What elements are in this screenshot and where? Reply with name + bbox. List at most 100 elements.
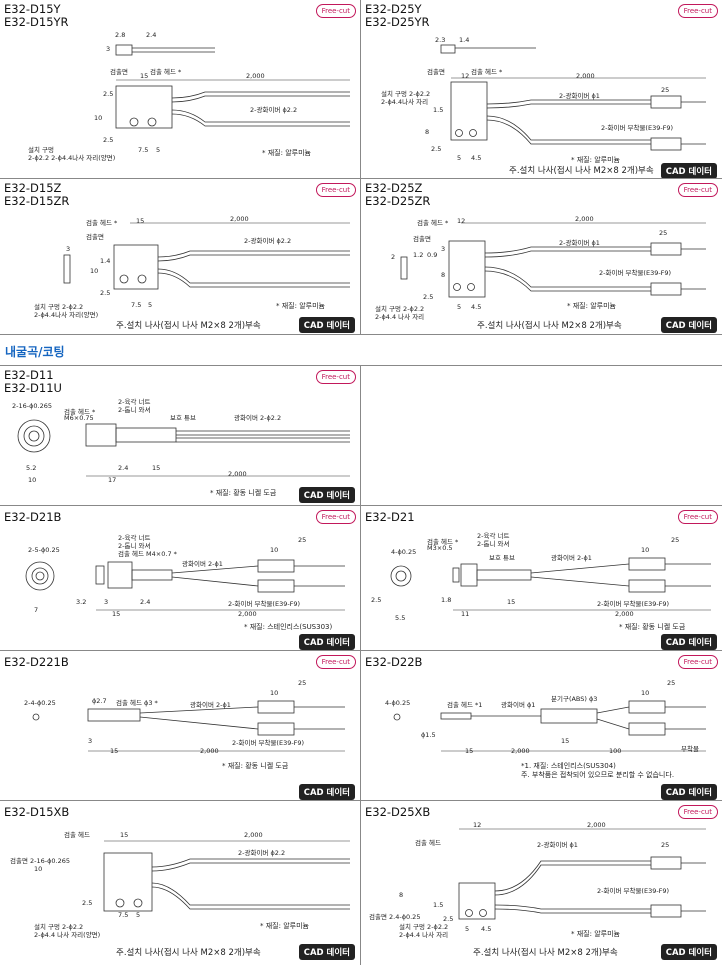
dim-label: 2-화이버 부착물(E39-F9) <box>597 887 670 895</box>
dim-label: 설치 구멍 <box>28 146 54 154</box>
free-cut-badge: Free-cut <box>677 510 718 524</box>
dim-label: 2-ϕ4.4 나사 자리(양면) <box>34 931 101 939</box>
dimension-drawing <box>63 222 350 290</box>
cad-data-button[interactable]: CAD 데이터 <box>298 487 355 503</box>
dim-label: 4.5 <box>471 303 482 311</box>
dim-label: 12 <box>473 821 482 829</box>
dim-label: 10 <box>641 546 650 554</box>
dimension-drawing <box>458 828 706 920</box>
dim-label: 10 <box>28 476 37 484</box>
model-name: E32-D25Y <box>365 2 422 16</box>
dim-label: 15 <box>561 737 570 745</box>
dim-label: 5.5 <box>395 614 406 622</box>
dim-label: 10 <box>94 114 103 122</box>
dim-label: 2-화이버 부착물(E39-F9) <box>597 600 670 608</box>
grid-divider <box>0 800 722 801</box>
grid-divider <box>360 0 361 335</box>
material-note: * 재질: 황동 니켈 도금 <box>619 623 686 631</box>
dim-label: 2,000 <box>200 747 219 755</box>
dim-label: 2-ϕ2.2 2-ϕ4.4나사 자리(양면) <box>28 154 116 162</box>
grid-divider <box>360 365 361 965</box>
dim-label: 2,000 <box>615 610 634 618</box>
dim-label: 2,000 <box>575 215 594 223</box>
dimension-drawing <box>390 557 711 611</box>
cad-data-button[interactable]: CAD 데이터 <box>298 944 355 960</box>
dim-label: 2-톱니 와셔 <box>118 542 151 550</box>
dim-label: 검출면 2.4-ϕ0.25 <box>369 913 421 921</box>
dim-label: 1.5 <box>433 106 444 114</box>
spec-cell-d22b: E32-D22B Free-cut 4-ϕ0.25 검출 헤드 *1 광화이버 … <box>361 651 722 800</box>
dim-label: 2 <box>391 253 396 261</box>
dim-label: 1.2 <box>413 251 424 259</box>
dim-label: 검출면 2-16-ϕ0.265 <box>10 857 70 865</box>
dim-label: 25 <box>671 536 680 544</box>
dim-label: 2.5 <box>82 899 93 907</box>
dim-label: 4-ϕ0.25 <box>385 699 411 707</box>
dim-label: 8 <box>399 891 404 899</box>
cad-data-button[interactable]: CAD 데이터 <box>298 634 355 650</box>
dim-label: 광화이버 2-ϕ2.2 <box>234 414 282 422</box>
cad-data-button[interactable]: CAD 데이터 <box>660 317 717 333</box>
dim-label: 2.5 <box>103 90 114 98</box>
dim-label: 검출 헤드 * <box>417 219 449 227</box>
dim-label: 설치 구멍 2-ϕ2.2 <box>399 923 449 931</box>
material-note: * 재질: 알루미늄 <box>571 930 620 938</box>
dim-label: 1.5 <box>433 901 444 909</box>
dim-label: 설치 구멍 2-ϕ2.2 <box>381 90 431 98</box>
dim-label: 11 <box>461 610 470 618</box>
dimension-drawing <box>103 840 350 912</box>
cad-data-button[interactable]: CAD 데이터 <box>298 784 355 800</box>
grid-divider <box>0 505 722 506</box>
model-name: E32-D25Z <box>365 181 423 195</box>
model-name: E32-D11 <box>4 368 54 382</box>
dim-label: ϕ2.7 <box>92 697 107 705</box>
dim-label: 5 <box>457 303 462 311</box>
dimension-drawing <box>17 419 350 477</box>
dim-label: 15 <box>140 72 149 80</box>
cad-data-button[interactable]: CAD 데이터 <box>660 944 717 960</box>
dim-label: 10 <box>270 546 279 554</box>
model-name: E32-D15Y <box>4 2 61 16</box>
dim-label: 설치 구멍 2-ϕ2.2 <box>34 303 84 311</box>
dim-label: 7.5 <box>118 911 129 919</box>
dim-label: 설치 구멍 2-ϕ2.2 <box>375 305 425 313</box>
dim-label: 2,000 <box>576 72 595 80</box>
material-note: *1. 재질: 스테인리스(SUS304) <box>521 762 616 770</box>
grid-divider <box>0 178 722 179</box>
dim-label: 2.4 <box>140 598 151 606</box>
dim-label: 광화이버 2-ϕ1 <box>182 560 223 568</box>
dim-label: 5 <box>465 925 470 933</box>
mount-note: 주.설치 나사(접시 나사 M2×8 2개)부속 <box>473 948 618 958</box>
cad-data-button[interactable]: CAD 데이터 <box>298 317 355 333</box>
material-note: * 재질: 알루미늄 <box>567 302 616 310</box>
dim-label: 3.2 <box>76 598 87 606</box>
dim-label: 15 <box>120 831 129 839</box>
dim-label: 2-광화이버 ϕ2.2 <box>250 106 298 114</box>
cad-data-button[interactable]: CAD 데이터 <box>660 634 717 650</box>
dim-label: 검출 헤드 <box>415 839 441 847</box>
cad-data-button[interactable]: CAD 데이터 <box>660 163 717 178</box>
dim-label: 3 <box>104 598 109 606</box>
cad-data-button[interactable]: CAD 데이터 <box>660 784 717 800</box>
dim-label: 2-광화이버 ϕ2.2 <box>244 237 292 245</box>
dimension-drawing <box>400 222 706 298</box>
grid-divider <box>0 365 722 366</box>
model-name: E32-D15Z <box>4 181 62 195</box>
dim-label: 10 <box>34 865 43 873</box>
dim-label: 2-광화이버 ϕ1 <box>559 92 600 100</box>
dim-label: M6×0.75 <box>64 414 94 422</box>
dim-label: 2,000 <box>511 747 530 755</box>
material-note: * 재질: 스테인리스(SUS303) <box>244 623 333 631</box>
model-name: E32-D15ZR <box>4 194 70 208</box>
dim-label: 2,000 <box>246 72 265 80</box>
model-name: E32-D15XB <box>4 805 70 819</box>
dim-label: 10 <box>641 689 650 697</box>
dim-label: 4.5 <box>471 154 482 162</box>
dim-label: 2,000 <box>228 470 247 478</box>
free-cut-badge: Free-cut <box>315 183 356 197</box>
dim-label: 2-16-ϕ0.265 <box>12 402 52 410</box>
spec-cell-d25y: E32-D25Y E32-D25YR Free-cut 2.3 1.4 검출면 … <box>361 0 722 178</box>
dim-label: 부착물 <box>681 745 699 753</box>
dim-label: 12 <box>457 217 466 225</box>
dim-label: 검출 헤드 ϕ3 * <box>116 699 158 707</box>
